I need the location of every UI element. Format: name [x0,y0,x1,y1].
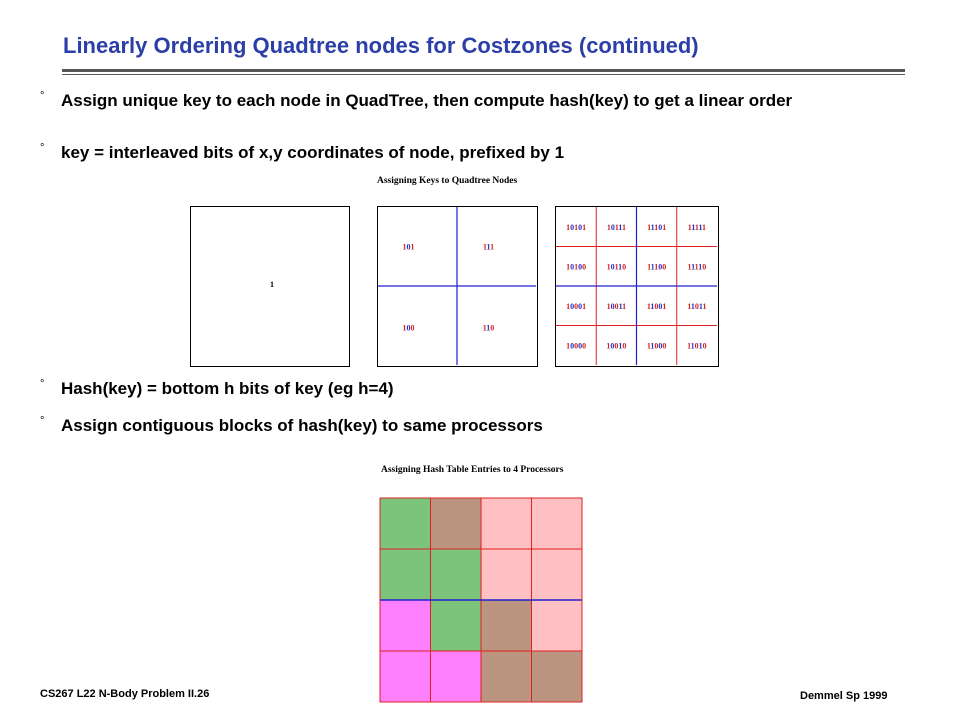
node-key: 10100 [566,262,586,271]
hash-cell-magenta [380,600,431,651]
node-key: 101 [403,243,415,252]
node-key: 110 [483,324,495,333]
hash-table-grid [379,497,583,703]
node-key: 11100 [647,262,666,271]
node-key: 100 [403,324,415,333]
hash-cell-pink [481,498,532,549]
node-key: 10001 [566,302,586,311]
hash-cell-green [430,600,481,651]
hash-cell-pink [531,498,582,549]
quadtree-level1-grid: 101 111 100 110 [378,207,536,365]
node-key: 10010 [606,341,626,350]
node-key: 11000 [647,341,667,350]
bullet-mark: ° [40,415,45,427]
node-key: 10111 [607,223,626,232]
node-key: 10000 [566,341,586,350]
quadtree-level2-grid: 10101 10111 11101 11111 10100 10110 11100 11110… [556,207,717,365]
node-key: 10011 [607,302,627,311]
node-key: 1 [270,280,274,289]
node-key: 111 [483,243,494,252]
hash-cell-green [380,549,431,600]
bullet-text: key = interleaved bits of x,y coordinate… [61,143,565,162]
node-key: 11011 [687,302,706,311]
bullet-text: Assign unique key to each node in QuadTr… [61,91,793,110]
slide-title: Linearly Ordering Quadtree nodes for Cos… [63,33,699,58]
bullet-mark: ° [40,378,45,390]
node-key: 11010 [687,341,707,350]
node-key: 10110 [607,262,627,271]
footer-author: Demmel Sp 1999 [800,690,888,702]
hash-cell-magenta [380,651,431,702]
hash-cell-magenta [430,651,481,702]
figure2-caption: Assigning Hash Table Entries to 4 Proces… [381,465,564,475]
title-rule-thin [62,74,905,75]
bullet-mark: ° [40,90,45,102]
title-rule [62,69,905,72]
bullet-text: Assign contiguous blocks of hash(key) to… [61,416,543,435]
quadtree-level2-panel: 10101 10111 11101 11111 10100 10110 11100 11110… [555,206,719,367]
bullet-mark: ° [40,142,45,154]
hash-cell-pink [531,549,582,600]
hash-cell-brown [531,651,582,702]
hash-grid-border [379,497,583,703]
node-key: 11110 [688,262,707,271]
hash-cell-brown [430,498,481,549]
node-key: 10101 [566,223,586,232]
quadtree-level1-panel: 101 111 100 110 [377,206,538,367]
bullet-text: Hash(key) = bottom h bits of key (eg h=4… [61,379,394,398]
hash-cell-green [380,498,431,549]
hash-cell-brown [481,651,532,702]
hash-cell-pink [481,549,532,600]
node-key: 11101 [647,223,666,232]
hash-cell-brown [481,600,532,651]
node-key: 11001 [647,302,667,311]
hash-cell-pink [531,600,582,651]
quadtree-level0-panel: 1 [190,206,350,367]
footer-course: CS267 L22 N-Body Problem II.26 [40,688,210,700]
node-key: 11111 [688,223,706,232]
figure1-caption: Assigning Keys to Quadtree Nodes [377,176,518,186]
hash-cell-green [430,549,481,600]
